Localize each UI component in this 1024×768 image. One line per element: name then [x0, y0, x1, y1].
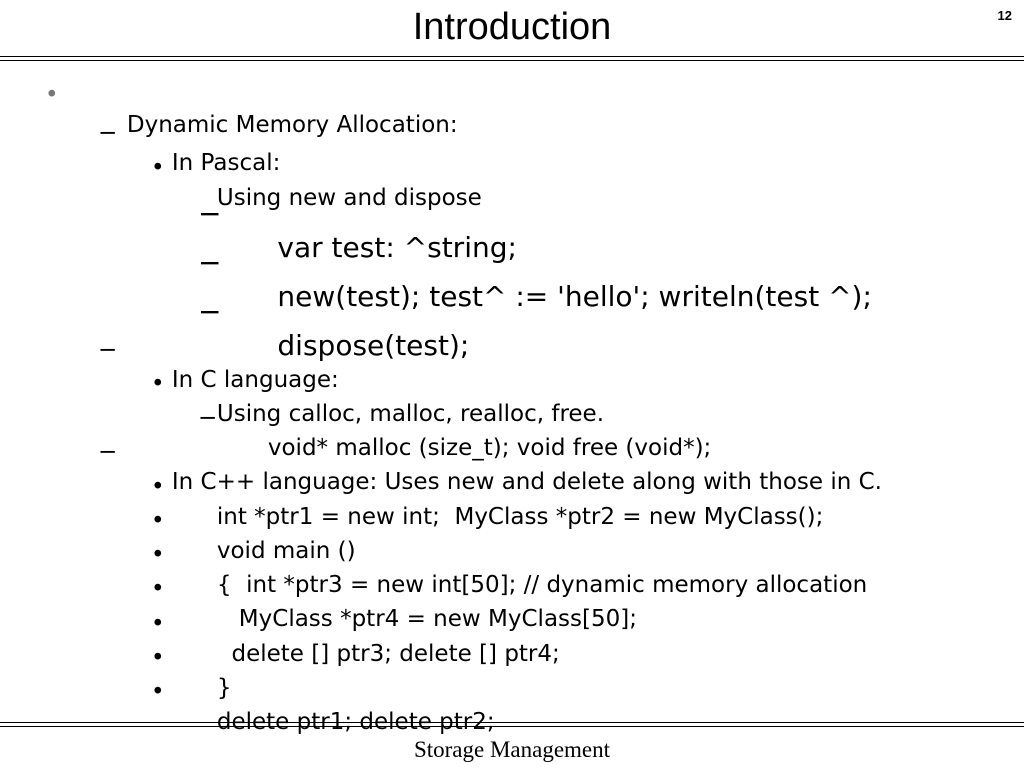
list-item: − void* malloc (size_t); void free (void*… — [198, 403, 712, 493]
dash-marker: − — [198, 295, 222, 328]
dash-marker: − — [198, 246, 222, 279]
list-item: • delete [] ptr3; delete [] ptr4; — [151, 609, 560, 699]
list-item-text: MyClass *ptr4 = new MyClass[50]; — [216, 606, 637, 632]
list-item-text: Dynamic Memory Allocation: — [126, 112, 458, 138]
bullet-marker: • — [151, 542, 165, 568]
list-item-text: var test: ^string; — [277, 231, 517, 264]
list-item: • int *ptr1 = new int; MyClass *ptr2 = ne… — [151, 472, 824, 562]
page-number: 12 — [997, 8, 1012, 23]
list-item: • Using new and dispose — [151, 153, 482, 243]
slide-title: Introduction — [412, 6, 612, 48]
list-item-text: In C++ language: Uses new and delete alo… — [171, 469, 882, 495]
bullet-marker: • — [151, 508, 165, 534]
list-item-text: void* malloc (size_t); void free (void*)… — [267, 435, 712, 461]
list-item: − In C++ language: Uses new and delete al… — [98, 437, 882, 527]
list-item-text: In C language: — [171, 367, 339, 393]
list-item: − new(test); test^ := 'hello'; writeln(te… — [198, 246, 872, 348]
list-item-text: { int *ptr3 = new int[50]; // dynamic me… — [216, 572, 868, 598]
list-item-text: Using calloc, malloc, realloc, free. — [216, 401, 605, 427]
bullet-marker: • — [151, 371, 165, 397]
list-item: − var test: ^string; — [198, 197, 517, 299]
footer-rule-bottom — [0, 726, 1024, 727]
list-item-text: In Pascal: — [171, 150, 281, 176]
bullet-marker: • — [151, 645, 165, 671]
list-item: • Using calloc, malloc, realloc, free. — [151, 369, 605, 459]
list-item-text: void main () — [216, 538, 356, 564]
list-item-text: new(test); test^ := 'hello'; writeln(tes… — [277, 280, 872, 313]
dash-marker: − — [98, 337, 118, 363]
list-item: − dispose(test); — [198, 295, 470, 397]
list-item-text: } — [216, 675, 232, 701]
header-rule-bottom — [0, 60, 1024, 61]
footer-rule-top — [0, 722, 1024, 723]
list-item: • MyClass *ptr4 = new MyClass[50]; — [151, 574, 637, 664]
list-item-text: Using new and dispose — [216, 185, 482, 211]
list-item: − In Pascal: — [98, 118, 281, 208]
dash-marker: − — [198, 405, 218, 431]
list-item: • void main () — [151, 506, 356, 596]
bullet-marker: • — [151, 155, 165, 181]
list-item-text: dispose(test); — [277, 329, 470, 362]
list-item-text: int *ptr1 = new int; MyClass *ptr2 = new… — [216, 504, 824, 530]
list-item: • Dynamic Memory Allocation: — [45, 80, 458, 170]
bullet-marker: • — [151, 474, 165, 500]
bullet-marker: • — [151, 679, 165, 705]
list-item-text: delete [] ptr3; delete [] ptr4; — [216, 641, 560, 667]
header-rule-top — [0, 56, 1024, 57]
list-item: − In C language: — [98, 335, 339, 425]
dash-marker: − — [98, 439, 118, 465]
bullet-marker: • — [151, 576, 165, 602]
dash-marker: − — [198, 197, 222, 230]
list-item: • { int *ptr3 = new int[50]; // dynamic m… — [151, 540, 868, 630]
slide-footer: Storage Management — [413, 737, 611, 762]
bullet-marker: • — [151, 611, 165, 637]
list-item: •} — [151, 643, 232, 733]
dash-marker: − — [98, 120, 118, 146]
bullet-marker: • — [45, 82, 59, 108]
